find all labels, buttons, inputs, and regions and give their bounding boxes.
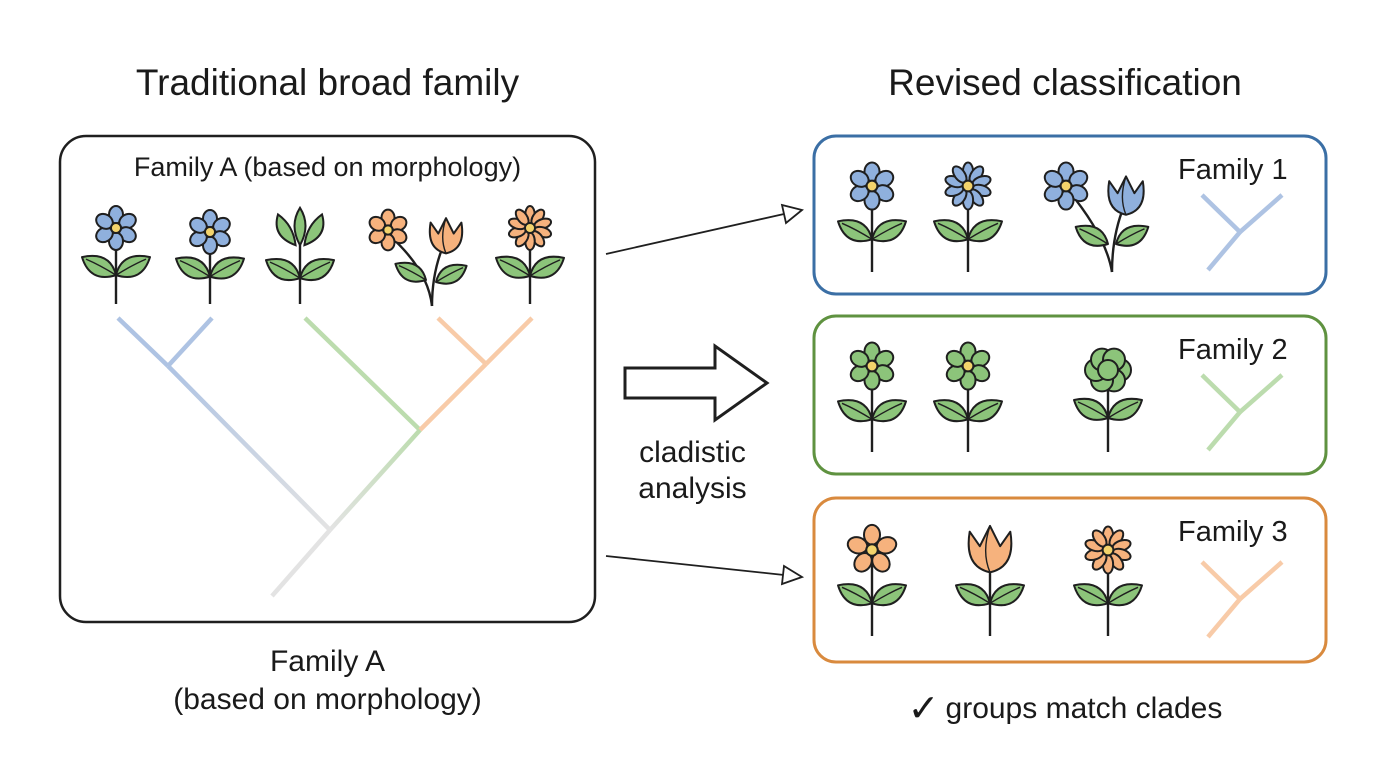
check-text: groups match clades (945, 692, 1223, 725)
flower-orange-pair (368, 208, 468, 307)
left-box-label: Family A (based on morphology) (133, 152, 522, 182)
family-3-label: Family 3 (1178, 516, 1288, 548)
flower-blue-1 (81, 205, 151, 304)
family-2-flower-1 (837, 341, 907, 452)
family-3-box (812, 496, 1328, 664)
family-3-flower-3 (1073, 525, 1143, 636)
cladistic-analysis-arrow-icon (623, 343, 770, 423)
family-2-cladogram (1200, 373, 1284, 452)
arrow-caption: cladistic analysis (600, 435, 785, 507)
left-caption-line-2: (based on morphology) (173, 683, 482, 716)
family-3-flower-1 (837, 523, 907, 636)
flower-green-1 (265, 205, 335, 304)
flower-icons (81, 161, 1150, 636)
title-right: Revised classification (888, 62, 1242, 103)
family-2-box (812, 314, 1328, 476)
left-caption-line-1: Family A (269, 645, 386, 678)
family-1-box (812, 134, 1328, 296)
check-mark-icon: ✓ (907, 686, 940, 730)
family-1-flower-1 (837, 161, 907, 272)
check-row: ✓groups match clades (800, 686, 1330, 730)
arrow-caption-line-2: analysis (638, 472, 747, 505)
left-family-box (58, 134, 597, 624)
family-2-flower-2 (933, 341, 1003, 452)
left-box-caption: Family A (based on morphology) (60, 643, 595, 719)
family-1-flower-pair (1043, 161, 1150, 273)
family-3-flower-2 (955, 524, 1025, 636)
flower-blue-2 (175, 209, 245, 304)
family-1-flower-2 (933, 161, 1003, 272)
family-1-label: Family 1 (1178, 154, 1288, 186)
title-left: Traditional broad family (135, 62, 520, 103)
left-cladogram (116, 316, 534, 598)
flower-orange-1 (495, 205, 565, 304)
arrow-to-family-1 (605, 203, 804, 255)
family-2-label: Family 2 (1178, 334, 1288, 366)
family-3-cladogram (1200, 560, 1284, 639)
family-2-flower-3 (1073, 347, 1143, 452)
arrow-to-family-3 (605, 555, 805, 586)
arrow-caption-line-1: cladistic (639, 436, 746, 469)
family-1-cladogram (1200, 193, 1284, 272)
